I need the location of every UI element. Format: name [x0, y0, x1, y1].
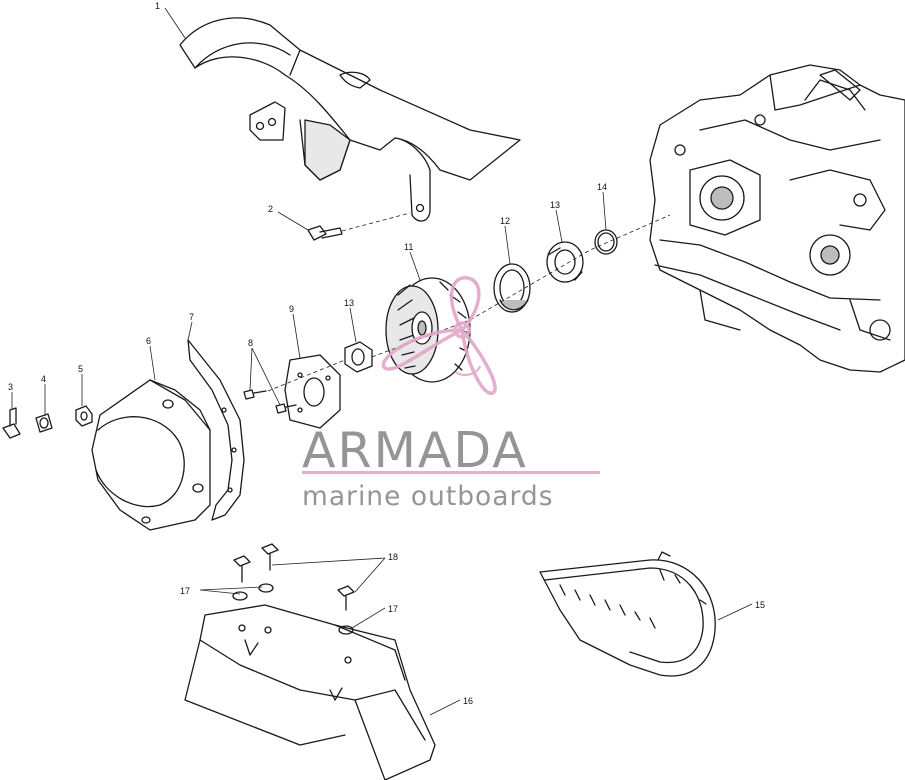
part-1-upper-belt-guard	[179, 17, 521, 222]
callout-7: 7	[189, 312, 194, 322]
part-2-bolt	[307, 212, 411, 241]
part-13-nut	[344, 341, 373, 373]
callout-2: 2	[268, 204, 273, 214]
part-15-drive-belt	[539, 551, 716, 677]
armada-watermark: ARMADA marine outboards	[302, 276, 600, 512]
part-8-screws	[243, 359, 346, 414]
engine-block	[649, 64, 905, 373]
callout-13-bearing: 13	[550, 200, 560, 210]
callout-3: 3	[8, 382, 13, 392]
callout-18: 18	[388, 552, 398, 562]
callout-17-right: 17	[388, 604, 398, 614]
brand-divider	[302, 471, 600, 474]
part-12-seal-ring	[493, 263, 531, 313]
part-9-washer-plate	[284, 354, 341, 429]
callout-8: 8	[248, 338, 253, 348]
leader-lines	[11, 7, 753, 716]
callout-12: 12	[500, 216, 510, 226]
callout-4: 4	[41, 374, 46, 384]
callout-15: 15	[755, 600, 765, 610]
callout-6: 6	[146, 336, 151, 346]
callout-5: 5	[78, 364, 83, 374]
callout-11: 11	[404, 242, 413, 252]
part-6-front-cover	[91, 379, 211, 531]
callout-1: 1	[155, 1, 160, 11]
parts-3-4-5-hardware	[2, 405, 93, 439]
part-13-bearing	[546, 241, 584, 283]
callout-labels: 1 2 3 4 5 6 7 8 9 11 12 13 13 14 15 16 1…	[8, 1, 765, 706]
brand-name: ARMADA	[302, 422, 528, 479]
part-14-o-ring	[594, 229, 618, 255]
propeller-logo-icon	[381, 276, 497, 396]
callout-9: 9	[289, 304, 294, 314]
callout-17-left: 17	[180, 586, 190, 596]
part-7-gasket	[187, 339, 245, 521]
callout-13-nut: 13	[344, 298, 354, 308]
parts-17-18-hardware	[232, 543, 355, 635]
brand-tagline: marine outboards	[302, 481, 554, 512]
callout-14: 14	[597, 182, 607, 192]
part-16-lower-belt-guard	[184, 604, 436, 780]
callout-16: 16	[463, 696, 473, 706]
